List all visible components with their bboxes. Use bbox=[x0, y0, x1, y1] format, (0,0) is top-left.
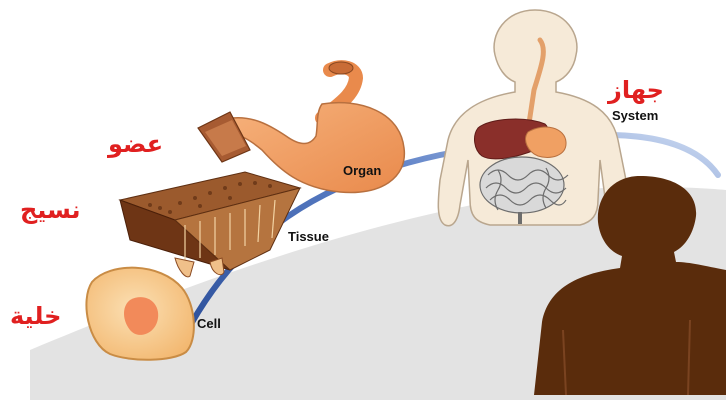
label-system-ar: جهاز bbox=[608, 76, 664, 104]
label-cell-ar: خلية bbox=[10, 302, 61, 330]
label-cell-en: Cell bbox=[197, 316, 221, 331]
label-organ-en: Organ bbox=[343, 163, 381, 178]
label-tissue-en: Tissue bbox=[288, 229, 329, 244]
label-organ-ar: عضو bbox=[108, 130, 163, 158]
label-system-en: System bbox=[612, 108, 658, 123]
label-tissue-ar: نسيج bbox=[20, 196, 81, 224]
cell-illustration bbox=[86, 268, 193, 360]
